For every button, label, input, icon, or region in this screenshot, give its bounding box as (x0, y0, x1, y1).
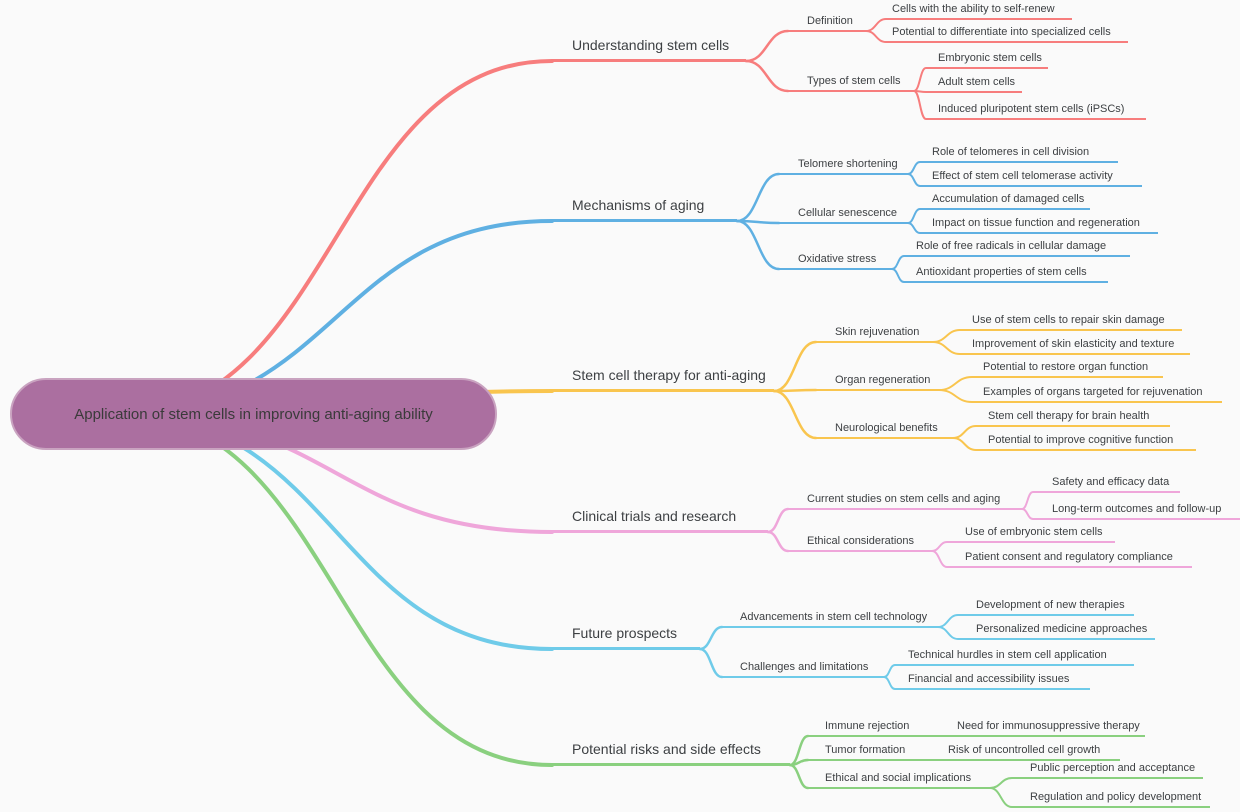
connector-line (931, 541, 948, 552)
connector-line (891, 268, 905, 283)
connector-line (937, 614, 959, 628)
node-skin-elasticity-texture[interactable]: Improvement of skin elasticity and textu… (960, 338, 1190, 355)
node-potential-risks-side-effects[interactable]: Potential risks and side effects (552, 740, 790, 766)
node-future-prospects[interactable]: Future prospects (552, 624, 700, 650)
connector-line (1021, 508, 1034, 520)
connector-line (938, 389, 973, 403)
node-types-of-stem-cells[interactable]: Types of stem cells (788, 75, 914, 92)
connector-line (937, 626, 959, 640)
node-cellular-senescence[interactable]: Cellular senescence (779, 207, 908, 224)
node-free-radicals[interactable]: Role of free radicals in cellular damage (904, 240, 1130, 257)
connector-line (989, 777, 1013, 789)
node-repair-skin-damage[interactable]: Use of stem cells to repair skin damage (960, 314, 1182, 331)
node-skin-rejuvenation[interactable]: Skin rejuvenation (816, 326, 933, 343)
node-immunosuppressive-therapy[interactable]: Need for immunosuppressive therapy (940, 720, 1145, 737)
connector-line (744, 59, 790, 93)
connector-line (913, 67, 927, 92)
node-cells-self-renew[interactable]: Cells with the ability to self-renew (886, 3, 1072, 20)
node-financial-accessibility[interactable]: Financial and accessibility issues (895, 673, 1090, 690)
node-ipscs[interactable]: Induced pluripotent stem cells (iPSCs) (926, 103, 1146, 120)
connector-line (989, 787, 1013, 808)
connector-line (931, 550, 948, 568)
node-neurological-benefits[interactable]: Neurological benefits (816, 422, 953, 439)
connector-line (865, 18, 887, 32)
connector-line (907, 208, 921, 224)
node-adult-stem-cells[interactable]: Adult stem cells (926, 76, 1022, 93)
node-immune-rejection[interactable]: Immune rejection (808, 720, 918, 737)
node-telomere-shortening[interactable]: Telomere shortening (779, 158, 908, 175)
connector-line (865, 30, 887, 43)
node-clinical-trials-research[interactable]: Clinical trials and research (552, 507, 768, 533)
node-ethical-considerations[interactable]: Ethical considerations (788, 535, 932, 552)
connector-line (698, 625, 724, 651)
connector-line (907, 173, 921, 187)
node-brain-health[interactable]: Stem cell therapy for brain health (976, 410, 1170, 427)
connector-line (118, 412, 554, 767)
connector-line (772, 388, 818, 393)
node-definition[interactable]: Definition (788, 15, 866, 32)
node-personalized-medicine[interactable]: Personalized medicine approaches (958, 623, 1155, 640)
node-understanding-stem-cells[interactable]: Understanding stem cells (552, 36, 746, 62)
node-differentiate-specialized[interactable]: Potential to differentiate into speciali… (886, 26, 1128, 43)
node-oxidative-stress[interactable]: Oxidative stress (779, 253, 892, 270)
node-advancements-technology[interactable]: Advancements in stem cell technology (722, 611, 938, 628)
node-tumor-formation[interactable]: Tumor formation (808, 744, 914, 761)
connector-line (907, 222, 921, 234)
node-restore-organ-function[interactable]: Potential to restore organ function (972, 361, 1163, 378)
node-cognitive-function[interactable]: Potential to improve cognitive function (976, 434, 1196, 451)
node-use-embryonic-stem-cells[interactable]: Use of embryonic stem cells (947, 526, 1115, 543)
connector-line (766, 507, 790, 534)
connector-line (698, 647, 724, 679)
node-uncontrolled-cell-growth[interactable]: Risk of uncontrolled cell growth (932, 744, 1120, 761)
node-accumulation-damaged-cells[interactable]: Accumulation of damaged cells (920, 193, 1090, 210)
node-telomerase-activity[interactable]: Effect of stem cell telomerase activity (920, 170, 1142, 187)
node-embryonic-stem-cells[interactable]: Embryonic stem cells (926, 52, 1048, 69)
connector-line (772, 389, 818, 440)
node-current-studies[interactable]: Current studies on stem cells and aging (788, 493, 1022, 510)
connector-line (744, 29, 790, 63)
node-safety-efficacy-data[interactable]: Safety and efficacy data (1033, 476, 1180, 493)
node-mechanisms-of-aging[interactable]: Mechanisms of aging (552, 196, 737, 222)
node-impact-tissue-function[interactable]: Impact on tissue function and regenerati… (920, 217, 1158, 234)
connector-line (913, 90, 927, 120)
connector-line (883, 676, 896, 690)
connector-line (735, 172, 781, 223)
connector-line (1021, 491, 1034, 510)
node-stem-cell-therapy-anti-aging[interactable]: Stem cell therapy for anti-aging (552, 366, 774, 392)
node-challenges-limitations[interactable]: Challenges and limitations (722, 661, 884, 678)
node-long-term-outcomes[interactable]: Long-term outcomes and follow-up (1033, 503, 1240, 520)
connector-line (772, 340, 818, 393)
node-patient-consent-compliance[interactable]: Patient consent and regulatory complianc… (947, 551, 1192, 568)
node-public-perception[interactable]: Public perception and acceptance (1012, 762, 1203, 779)
node-regulation-policy[interactable]: Regulation and policy development (1012, 791, 1210, 808)
node-development-new-therapies[interactable]: Development of new therapies (958, 599, 1134, 616)
connector-line (952, 425, 977, 439)
node-ethical-social-implications[interactable]: Ethical and social implications (808, 772, 990, 789)
connector-line (952, 437, 977, 451)
connector-line (788, 763, 810, 790)
connector-line (891, 255, 905, 270)
node-technical-hurdles[interactable]: Technical hurdles in stem cell applicati… (895, 649, 1134, 666)
node-antioxidant-properties[interactable]: Antioxidant properties of stem cells (904, 266, 1108, 283)
node-organs-targeted-rejuvenation[interactable]: Examples of organs targeted for rejuvena… (972, 386, 1222, 403)
connector-line (907, 161, 921, 175)
connector-line (883, 664, 896, 678)
connector-line (735, 219, 781, 271)
root-node[interactable]: Application of stem cells in improving a… (10, 378, 497, 450)
connector-line (118, 59, 554, 416)
node-role-of-telomeres[interactable]: Role of telomeres in cell division (920, 146, 1118, 163)
connector-line (932, 341, 961, 355)
connector-line (766, 530, 790, 553)
connector-line (932, 329, 961, 343)
node-organ-regeneration[interactable]: Organ regeneration (816, 374, 939, 391)
connector-line (938, 376, 973, 391)
